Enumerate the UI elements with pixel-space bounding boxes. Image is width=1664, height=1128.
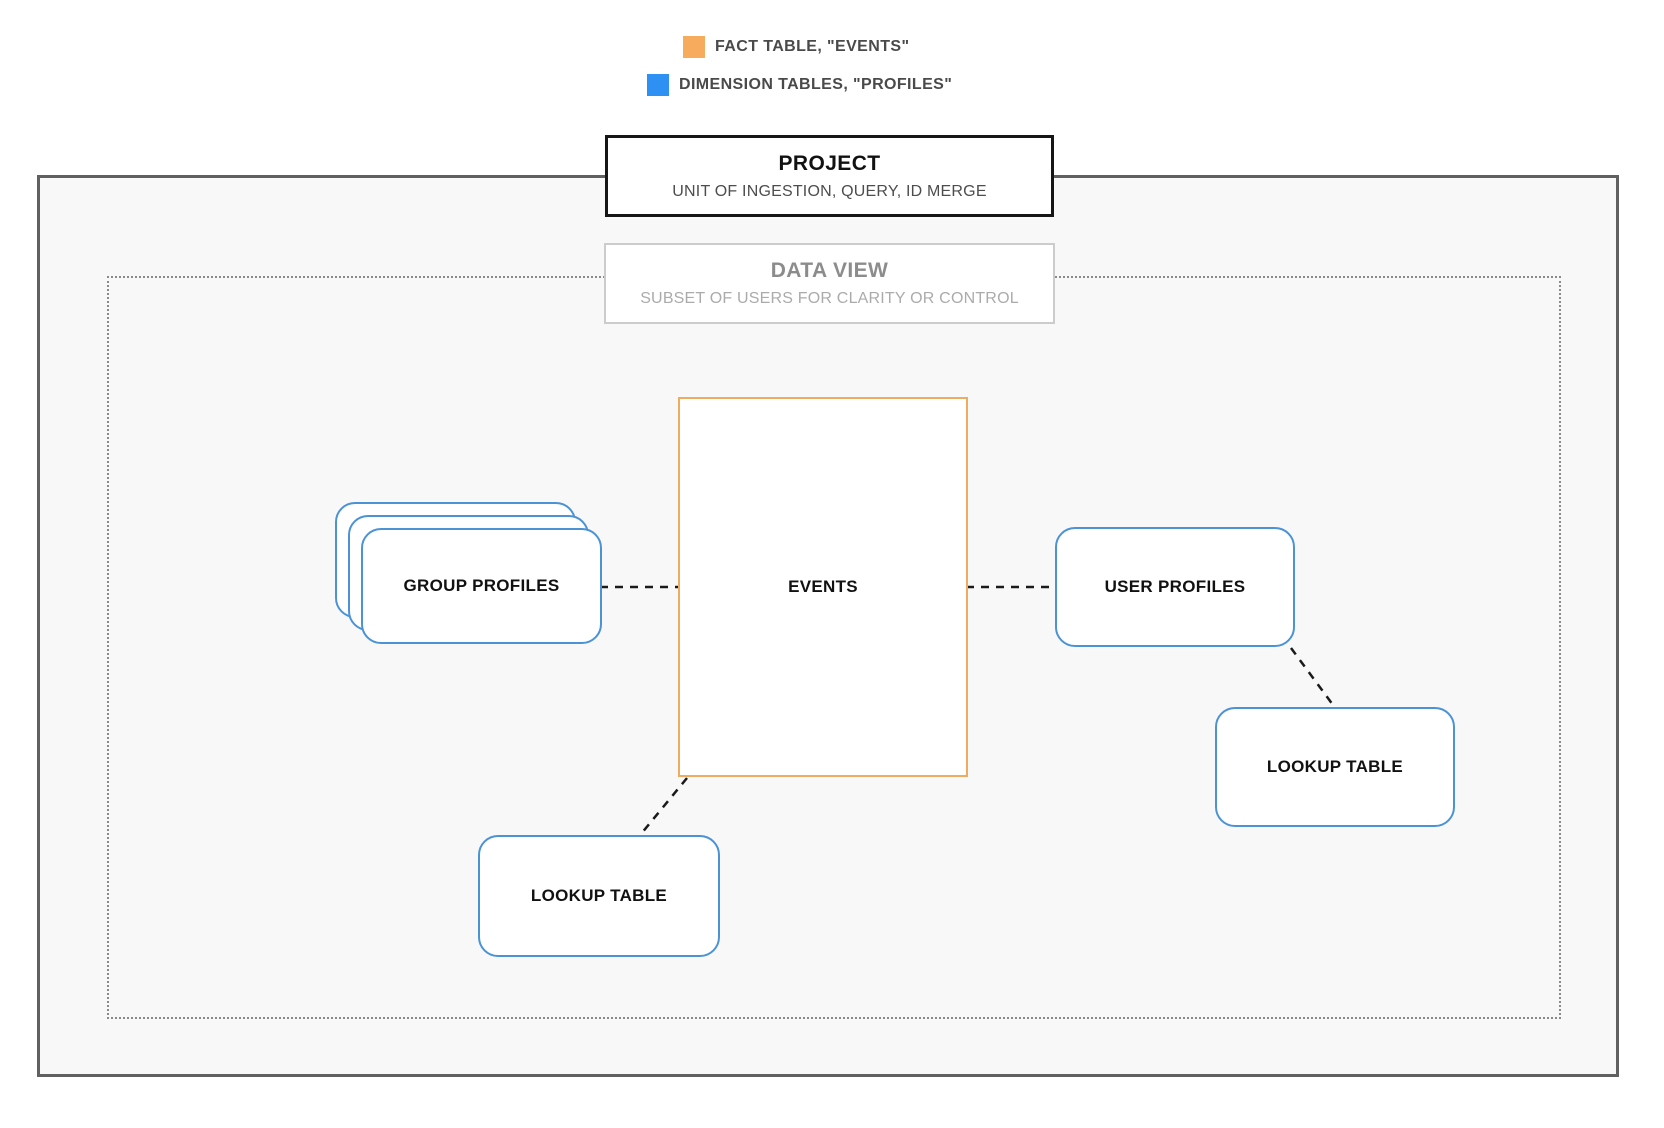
- data-view-subtitle: SUBSET OF USERS FOR CLARITY OR CONTROL: [640, 290, 1019, 307]
- lookup-table-left-label: LOOKUP TABLE: [530, 886, 668, 905]
- fact-table-swatch-icon: [683, 36, 705, 58]
- events-node: EVENTS: [678, 397, 968, 777]
- legend-label-fact-table: FACT TABLE, "EVENTS": [715, 38, 910, 55]
- lookup-table-right-label: LOOKUP TABLE: [1266, 757, 1404, 776]
- project-header-box: PROJECT UNIT OF INGESTION, QUERY, ID MER…: [605, 135, 1054, 217]
- events-label: EVENTS: [788, 577, 858, 596]
- data-view-title: DATA VIEW: [770, 259, 889, 282]
- lookup-table-left-node: LOOKUP TABLE: [478, 835, 720, 957]
- legend-label-dimension-tables: DIMENSION TABLES, "PROFILES": [679, 76, 953, 93]
- user-profiles-node: USER PROFILES: [1055, 527, 1295, 647]
- dimension-tables-swatch-icon: [647, 74, 669, 96]
- user-profiles-label: USER PROFILES: [1104, 577, 1246, 596]
- group-profiles-node: GROUP PROFILES: [361, 528, 602, 644]
- project-subtitle: UNIT OF INGESTION, QUERY, ID MERGE: [672, 182, 987, 200]
- project-title: PROJECT: [778, 151, 881, 175]
- data-view-header-box: DATA VIEW SUBSET OF USERS FOR CLARITY OR…: [604, 243, 1055, 324]
- legend-item-dimension-tables: DIMENSION TABLES, "PROFILES": [647, 74, 952, 96]
- legend-item-fact-table: FACT TABLE, "EVENTS": [683, 36, 909, 58]
- lookup-table-right-node: LOOKUP TABLE: [1215, 707, 1455, 827]
- group-profiles-label: GROUP PROFILES: [403, 576, 560, 595]
